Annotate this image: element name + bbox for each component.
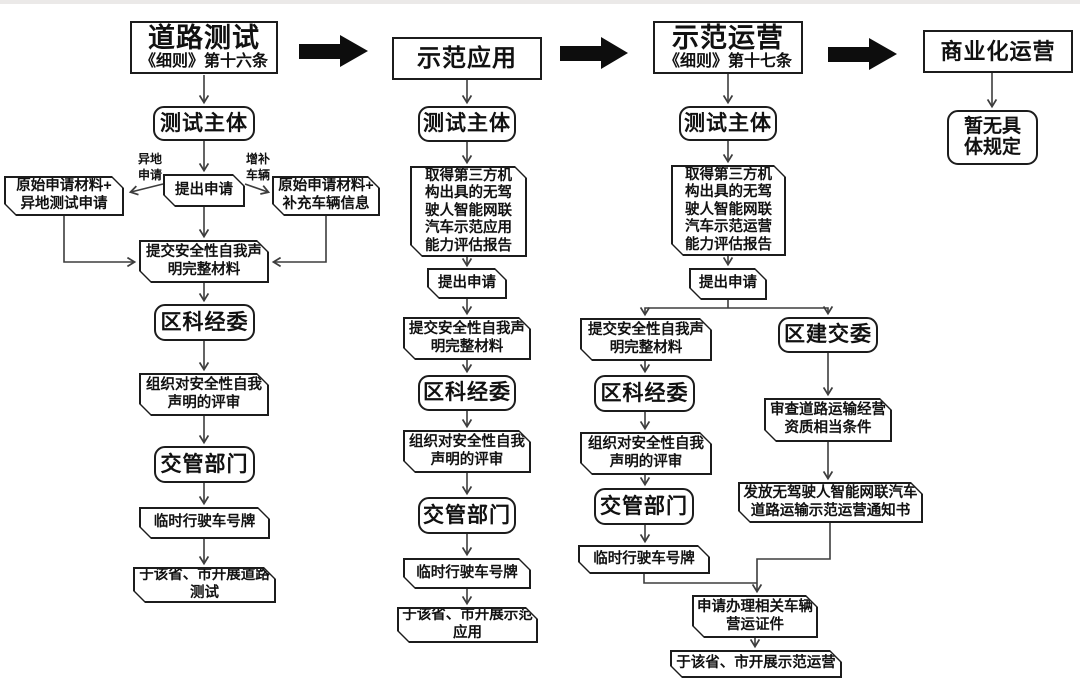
stage-subtitle: 《细则》第十六条 (139, 53, 268, 71)
node-district-constr-transport-committee: 区建交委 (778, 317, 878, 353)
node-label: 于该省、市开展示范运营 (672, 652, 840, 676)
node-traffic-mgmt-dept-3: 交管部门 (594, 488, 694, 525)
stage-title: 道路测试 (148, 23, 260, 54)
node-carry-out-demo-operation: 于该省、市开展示范运营 (670, 650, 842, 678)
block-arrow-2 (560, 37, 628, 69)
node-label: 提交安全性自我声 明完整材料 (141, 242, 267, 281)
node-carry-out-road-test: 于该省、市开展道路 测试 (133, 567, 276, 603)
node-district-sci-eco-committee-1: 区科经委 (154, 304, 255, 341)
node-label: 提交安全性自我声 明完整材料 (405, 319, 529, 358)
node-label: 发放无驾驶人智能网联汽车 道路运输示范运营通知书 (740, 484, 921, 521)
node-label: 原始申请材料+ 补充车辆信息 (274, 178, 378, 214)
node-label: 组织对安全性自我 声明的评审 (405, 432, 529, 471)
stage-header-demo-application: 示范应用 (392, 37, 542, 80)
node-temp-plate-1: 临时行驶车号牌 (139, 507, 270, 539)
node-traffic-mgmt-dept-1: 交管部门 (154, 446, 255, 483)
node-traffic-mgmt-dept-2: 交管部门 (418, 497, 516, 534)
node-district-sci-eco-committee-2: 区科经委 (418, 375, 516, 411)
node-label: 申请办理相关车辆 营运证件 (694, 597, 816, 636)
node-carry-out-demo-application: 于该省、市开展示范 应用 (397, 607, 538, 643)
node-label: 提出申请 (691, 270, 765, 298)
block-arrow-3 (828, 38, 897, 70)
node-label: 临时行驶车号牌 (141, 509, 268, 537)
node-apply-1: 提出申请 (163, 174, 245, 207)
node-label: 原始申请材料+ 异地测试申请 (6, 178, 122, 214)
node-apply-2: 提出申请 (427, 268, 507, 299)
label-remote-application: 异地 申请 (137, 152, 162, 182)
node-label: 组织对安全性自我 声明的评审 (582, 434, 710, 473)
node-apply-3: 提出申请 (689, 268, 767, 300)
node-label: 提出申请 (165, 176, 243, 205)
stage-header-commercial-operation: 商业化运营 (923, 30, 1073, 73)
stage-title: 示范运营 (672, 23, 784, 54)
stage-transition-arrows (299, 35, 897, 70)
stage-header-road-test: 道路测试 《细则》第十六条 (130, 21, 278, 74)
stage-title: 示范应用 (417, 44, 517, 72)
node-issue-operation-notice: 发放无驾驶人智能网联汽车 道路运输示范运营通知书 (738, 482, 923, 523)
node-label: 临时行驶车号牌 (580, 547, 708, 572)
node-district-sci-eco-committee-3: 区科经委 (594, 375, 695, 412)
node-organize-safety-review-2: 组织对安全性自我 声明的评审 (403, 430, 531, 473)
node-temp-plate-2: 临时行驶车号牌 (403, 558, 531, 589)
node-original-materials-supplement-info: 原始申请材料+ 补充车辆信息 (272, 176, 380, 216)
node-temp-plate-3: 临时行驶车号牌 (578, 545, 710, 574)
stage-subtitle: 《细则》第十七条 (663, 53, 792, 71)
node-submit-safety-declaration-2: 提交安全性自我声 明完整材料 (403, 317, 531, 360)
node-organize-safety-review-3: 组织对安全性自我 声明的评审 (580, 432, 712, 475)
node-label: 审查道路运输经营 资质相当条件 (766, 400, 890, 440)
node-submit-safety-declaration-3: 提交安全性自我声 明完整材料 (580, 318, 712, 361)
node-label: 提交安全性自我声 明完整材料 (582, 320, 710, 359)
node-third-party-report-application: 取得第三方机 构出具的无驾 驶人智能网联 汽车示范应用 能力评估报告 (410, 166, 527, 257)
stage-header-demo-operation: 示范运营 《细则》第十七条 (653, 21, 803, 74)
stage-title: 商业化运营 (940, 38, 1056, 64)
node-label: 于该省、市开展示范 应用 (399, 609, 536, 641)
node-no-specific-rules: 暂无具 体规定 (947, 110, 1038, 165)
node-test-subject-3: 测试主体 (679, 106, 777, 141)
node-original-materials-remote-test: 原始申请材料+ 异地测试申请 (4, 176, 124, 216)
node-test-subject-1: 测试主体 (153, 106, 255, 141)
top-divider (0, 0, 1080, 4)
node-check-transport-qualification: 审查道路运输经营 资质相当条件 (764, 398, 892, 442)
node-label: 提出申请 (429, 270, 505, 297)
node-test-subject-2: 测试主体 (418, 106, 516, 142)
block-arrow-1 (299, 35, 368, 67)
node-label: 取得第三方机 构出具的无驾 驶人智能网联 汽车示范应用 能力评估报告 (412, 168, 525, 255)
node-label: 组织对安全性自我 声明的评审 (141, 375, 267, 414)
node-submit-safety-declaration-1: 提交安全性自我声 明完整材料 (139, 240, 269, 283)
node-apply-vehicle-operation-certificates: 申请办理相关车辆 营运证件 (692, 595, 818, 638)
label-supplement-vehicle: 增补 车辆 (245, 152, 270, 182)
connector-lines (63, 73, 998, 649)
node-label: 临时行驶车号牌 (405, 560, 529, 587)
node-label: 于该省、市开展道路 测试 (135, 569, 274, 601)
node-organize-safety-review-1: 组织对安全性自我 声明的评审 (139, 373, 269, 416)
node-label: 取得第三方机 构出具的无驾 驶人智能网联 汽车示范运营 能力评估报告 (673, 167, 784, 254)
node-third-party-report-operation: 取得第三方机 构出具的无驾 驶人智能网联 汽车示范运营 能力评估报告 (671, 165, 786, 256)
